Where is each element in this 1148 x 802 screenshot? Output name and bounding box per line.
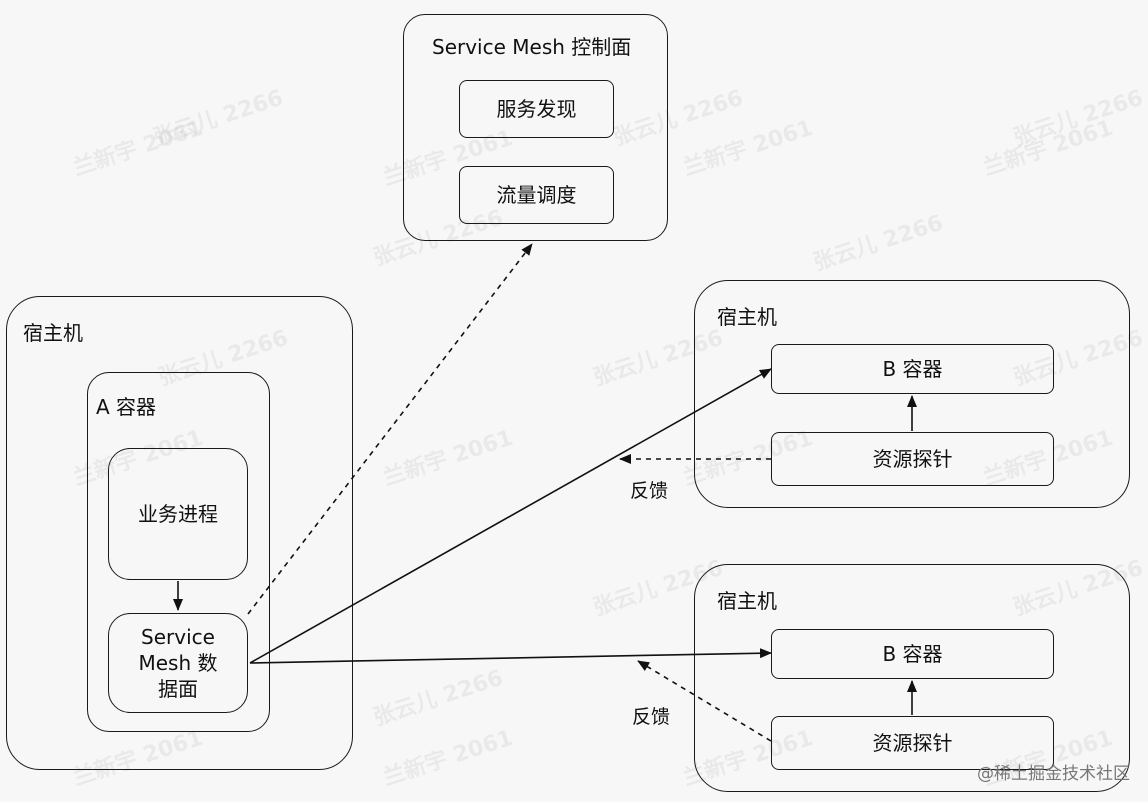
control-plane-title: Service Mesh 控制面 [432,35,632,59]
container-a-title: A 容器 [96,395,157,419]
traffic-scheduling-box: 流量调度 [459,166,614,224]
container-a-box: A 容器 [87,372,270,732]
container-b-2-box: B 容器 [771,629,1054,679]
right-host-1-box: 宿主机 [694,280,1130,508]
control-plane-box: Service Mesh 控制面 [403,14,668,241]
resource-probe-1-box: 资源探针 [771,432,1054,486]
service-discovery-box: 服务发现 [459,80,614,138]
right-host-2-box: 宿主机 [694,564,1130,792]
resource-probe-2-box: 资源探针 [771,716,1054,770]
credit-watermark: @稀土掘金技术社区 [977,764,1130,784]
feedback-label-2: 反馈 [632,706,671,728]
arrow-data-plane-to-container-b-1 [249,368,772,664]
data-plane-box: Service Mesh 数据面 [108,613,248,713]
left-host-box: 宿主机 [6,296,353,770]
left-host-title: 宿主机 [23,321,83,345]
business-process-box: 业务进程 [108,448,248,580]
arrow-data-plane-to-control-plane [247,243,533,615]
feedback-arrow-2 [637,660,772,742]
feedback-label-1: 反馈 [630,480,669,502]
right-host-2-title: 宿主机 [717,589,777,613]
container-b-1-box: B 容器 [771,344,1054,394]
arrow-data-plane-to-container-b-2 [249,648,772,664]
right-host-1-title: 宿主机 [717,305,777,329]
